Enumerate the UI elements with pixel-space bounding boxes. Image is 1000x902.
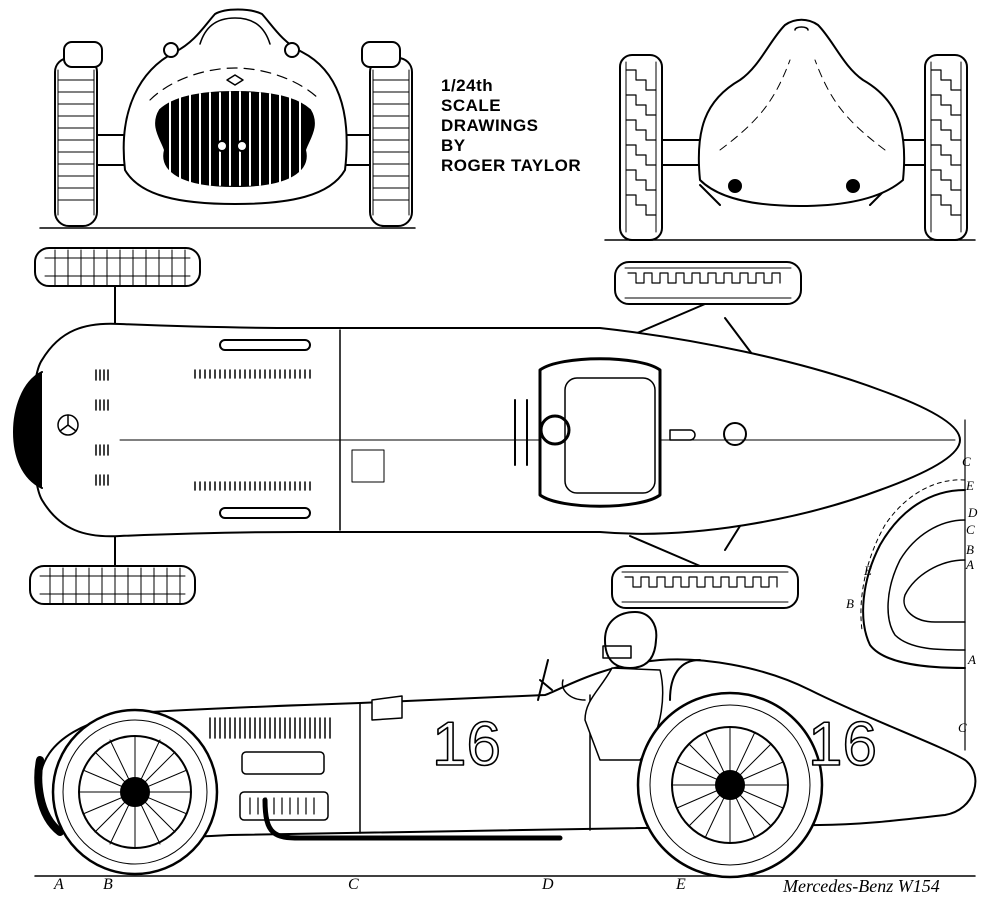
front-view-right-wheel [361,41,413,227]
credit-author: ROGER TAYLOR [441,156,582,175]
section-label-e: E [966,478,974,493]
station-label-d: D [542,876,554,893]
section-label-e-left: E [864,563,872,578]
plan-rear-right-tyre [611,565,799,609]
model-name: Mercedes-Benz W154 [783,876,940,896]
section-label-b: B [966,542,974,557]
rear-view [604,18,976,241]
front-view-left-wheel [54,41,103,227]
section-label-c: C [966,522,975,537]
plan-cockpit [538,357,662,508]
side-driver [561,611,664,761]
plan-front-left-tyre [34,247,201,287]
rear-view-right-wheel [924,54,968,241]
side-rear-wheel [636,691,824,879]
front-view [39,8,416,229]
section-label-a: A [966,557,974,572]
credit-by: BY [441,136,466,155]
rear-view-tail-body [697,18,906,207]
credit-drawings: DRAWINGS [441,116,539,135]
side-race-number-tail: 16 [808,710,877,779]
section-label-a-bottom: A [968,652,976,667]
side-race-number: 16 [432,710,501,779]
section-label-c-bottom: C [958,720,967,735]
side-front-wheel [51,708,219,876]
plan-rear-left-tyre [614,261,802,305]
section-label-d: D [968,505,978,520]
section-label-b-left: B [846,596,854,611]
station-label-c: C [348,876,359,893]
station-label-b: B [103,876,113,893]
plan-view [13,247,961,609]
section-profile [860,419,966,751]
credit-scale: 1/24th [441,76,494,95]
plan-body [31,322,961,538]
plan-front-right-tyre [29,565,196,605]
station-label-e: E [676,876,686,893]
credit-scale-word: SCALE [441,96,502,115]
drawing-credit: 1/24th SCALE DRAWINGS BY ROGER TAYLOR [441,76,581,176]
station-label-a: A [54,876,64,893]
front-view-grille [155,91,315,187]
rear-view-left-wheel [619,54,663,241]
section-label-c-top: C [962,454,971,469]
side-view: 16 16 [34,611,977,879]
